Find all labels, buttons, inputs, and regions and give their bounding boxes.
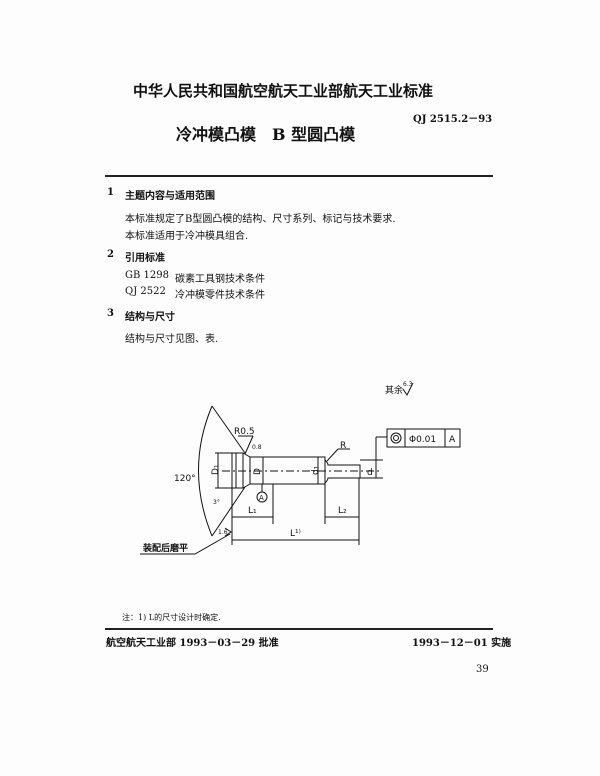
roughness-08-label: 0.8 bbox=[252, 444, 262, 451]
tip-diameter-label: d bbox=[367, 468, 373, 478]
punch-tip bbox=[324, 459, 361, 484]
datum-a-symbol bbox=[256, 491, 268, 503]
section-1-heading: 主题内容与适用范围 bbox=[125, 191, 215, 202]
issuing-org: 中华人民共和国航空航天工业部航天工业标准 bbox=[133, 82, 434, 100]
roughness-symbol-icon bbox=[224, 527, 232, 537]
radius-r-label: R bbox=[340, 441, 346, 451]
angle-label: 120° bbox=[174, 474, 196, 484]
body-diameter-label: D bbox=[253, 468, 263, 475]
footer-rule bbox=[105, 628, 493, 630]
header-rule bbox=[105, 175, 493, 177]
ref-2-code: QJ 2522 bbox=[125, 286, 166, 297]
l1-label: L₁ bbox=[248, 506, 257, 516]
section-1-line-2: 本标准适用于冷冲模具组合. bbox=[125, 231, 249, 242]
cone-line-top bbox=[211, 405, 246, 454]
grind-note: 装配后磨平 bbox=[142, 542, 188, 554]
concentricity-icon bbox=[390, 432, 402, 444]
section-2-heading: 引用标准 bbox=[125, 253, 165, 264]
effective-date: 1993－12－01 实施 bbox=[412, 638, 512, 649]
section-2-number: 2 bbox=[107, 249, 114, 260]
shank-diameter-label: d₁ bbox=[311, 465, 321, 475]
tolerance-value: Φ0.01 bbox=[409, 435, 436, 445]
document-title: 冷冲模凸模 B 型圆凸模 bbox=[176, 125, 356, 144]
roughness-symbol-icon bbox=[402, 382, 414, 396]
section-3-line-1: 结构与尺寸见图、表. bbox=[125, 334, 219, 345]
section-3-heading: 结构与尺寸 bbox=[125, 312, 175, 323]
grind-leader bbox=[140, 533, 231, 555]
ref-2-name: 冷冲模零件技术条件 bbox=[175, 290, 265, 301]
section-3-number: 3 bbox=[107, 308, 114, 319]
footnote: 注：1) L的尺寸设计时确定. bbox=[122, 613, 221, 622]
chamfer-angle-label: 3° bbox=[213, 499, 220, 506]
head-diameter-label: D₁ bbox=[211, 464, 221, 475]
l-label: L¹⁾ bbox=[290, 529, 301, 539]
approval-info: 航空航天工业部 1993－03－29 批准 bbox=[106, 638, 279, 649]
cone-line-bottom bbox=[211, 486, 246, 537]
ref-1-name: 碳素工具钢技术条件 bbox=[175, 274, 265, 285]
punch-drawing: 其余 6.3 D₁ D d₁ d Φ0.01 A R0.5 0.8 R bbox=[140, 381, 461, 555]
section-1-line-1: 本标准规定了B型圆凸模的结构、尺寸系列、标记与技术要求. bbox=[125, 214, 396, 225]
l2-label: L₂ bbox=[338, 506, 347, 516]
standard-code: QJ 2515.2－93 bbox=[413, 114, 493, 125]
radius-r05-label: R0.5 bbox=[234, 427, 255, 437]
tolerance-datum: A bbox=[449, 435, 456, 445]
section-1-number: 1 bbox=[107, 187, 114, 198]
datum-a-label: A bbox=[259, 494, 264, 502]
tolerance-frame: Φ0.01 A bbox=[386, 428, 461, 448]
roughness-16-label: 1.6 bbox=[218, 529, 228, 536]
page-number: 39 bbox=[476, 664, 489, 675]
ref-1-code: GB 1298 bbox=[125, 270, 169, 281]
roughness-rest-value: 6.3 bbox=[403, 381, 413, 388]
roughness-rest-label: 其余 bbox=[385, 384, 403, 396]
angle-arc bbox=[198, 405, 213, 537]
